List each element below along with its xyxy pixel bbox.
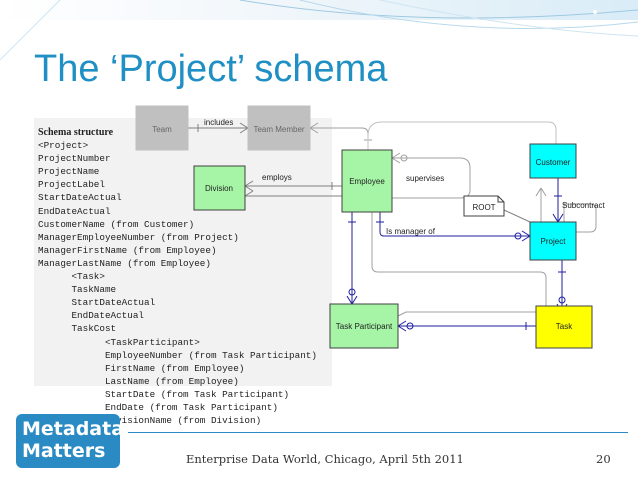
rel-line-team-member-employee [310, 127, 369, 150]
schema-line: ManagerLastName (from Employee) [38, 257, 211, 269]
entity-team-member-label: Team Member [253, 125, 304, 134]
schema-line: TaskName [38, 284, 117, 296]
entity-task-participant-label: Task Participant [336, 322, 393, 331]
entity-division[interactable]: Division [193, 165, 246, 211]
rel-label-subcontract: Subcontract [562, 201, 605, 210]
schema-line: TaskCost [38, 323, 117, 335]
schema-line: <Task> [38, 271, 105, 283]
logo-line-2: Matters [22, 440, 106, 462]
schema-structure-heading: Schema structure [38, 127, 114, 138]
schema-line: ProjectNumber [38, 153, 111, 165]
schema-line: DivisionName (from Division) [38, 415, 262, 427]
rel-line-employee-task [371, 212, 547, 314]
schema-line: StartDateActual [38, 297, 156, 309]
schema-line: ManagerEmployeeNumber (from Project) [38, 231, 239, 243]
rel-line-is-manager-of [379, 212, 530, 237]
slide-title: The ‘Project’ schema [34, 48, 388, 90]
schema-line: StartDate (from Task Participant) [38, 388, 290, 400]
schema-line: LastName (from Employee) [38, 375, 239, 387]
page-number: 20 [596, 452, 611, 466]
rel-label-is-manager-of: Is manager of [386, 227, 436, 236]
rel-line-subcontract [563, 203, 597, 233]
footer-divider [128, 432, 628, 433]
entity-division-label: Division [205, 184, 233, 193]
metadata-matters-logo: Metadata Matters [16, 414, 125, 468]
schema-line: FirstName (from Employee) [38, 362, 245, 374]
schema-line: EmployeeNumber (from Task Participant) [38, 349, 317, 361]
entity-employee-label: Employee [349, 177, 385, 186]
schema-line: ProjectLabel [38, 179, 105, 191]
entity-task-participant[interactable]: Task Participant [329, 303, 399, 349]
schema-line: EndDate (from Task Participant) [38, 401, 278, 413]
schema-line: StartDateActual [38, 192, 122, 204]
entity-customer[interactable]: Customer [529, 143, 577, 179]
footer-text: Enterprise Data World, Chicago, April 5t… [186, 452, 464, 466]
schema-structure-panel [34, 118, 332, 386]
entity-customer-label: Customer [536, 158, 571, 167]
rel-label-includes: includes [204, 118, 233, 127]
rel-label-supervises: supervises [406, 174, 444, 183]
schema-structure-text: Schema structure <Project> ProjectNumber… [38, 126, 317, 427]
schema-line: <TaskParticipant> [38, 336, 200, 348]
top-banner [0, 0, 638, 20]
entity-task[interactable]: Task [535, 305, 593, 349]
schema-line: EndDateActual [38, 205, 111, 217]
schema-line: <Project> [38, 140, 89, 152]
rel-line-root-project [503, 209, 531, 223]
schema-line: ManagerFirstName (from Employee) [38, 244, 217, 256]
logo-line-1: Metadata [22, 418, 125, 440]
rel-label-employs: employs [262, 173, 292, 182]
entity-employee[interactable]: Employee [341, 149, 393, 213]
entity-team[interactable]: Team [135, 105, 189, 151]
entity-task-label: Task [556, 322, 573, 331]
schema-line: CustomerName (from Customer) [38, 218, 195, 230]
root-note[interactable]: ROOT [463, 195, 505, 217]
rel-line-employee-customer [367, 121, 557, 150]
entity-project-label: Project [541, 237, 567, 246]
decorative-lines [0, 0, 638, 60]
entity-team-member[interactable]: Team Member [247, 105, 311, 151]
root-note-label: ROOT [472, 203, 495, 212]
schema-line: EndDateActual [38, 310, 145, 322]
entity-project[interactable]: Project [529, 221, 577, 261]
entity-team-label: Team [152, 125, 172, 134]
schema-line: ProjectName [38, 166, 100, 178]
